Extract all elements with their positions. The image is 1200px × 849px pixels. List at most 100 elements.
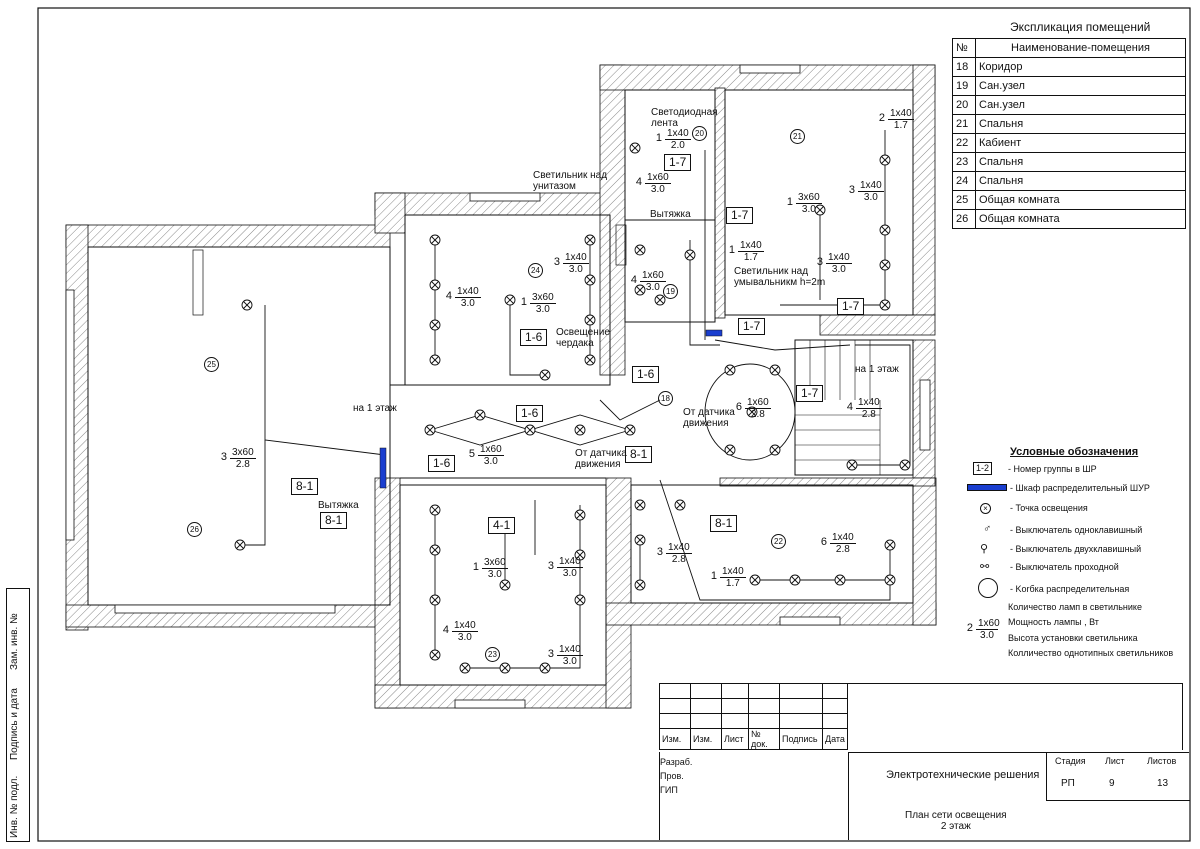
lamp-point [634,499,646,511]
group-marker: 1-7 [738,318,766,335]
note-motion-1: От датчика движения [683,407,735,429]
lamp-point [429,319,441,331]
legend-switch2-text: - Выключатель двухклавишный [1010,544,1142,554]
lamp-point [499,662,511,674]
room-no-21: 21 [790,129,805,144]
fixture-lamps: 3x60 [230,447,256,459]
fixture-height: 2.8 [671,554,686,565]
role-developer: Разраб. [660,757,693,767]
notation-line-4: Колличество однотипных светильников [1008,648,1174,658]
stamp-col-2: Изм. [690,728,722,750]
lamp-point [429,649,441,661]
sheets-label: Листов [1147,756,1177,766]
room-number-cell: 19 [952,76,976,96]
fixture-count: 3 [553,256,560,268]
lamp-point [674,499,686,511]
legend-lamp-text: - Точка освещения [1010,503,1088,513]
note-wc-lamp: Светильник над унитазом [533,170,608,192]
lamp-point [634,244,646,256]
fixture-lamps: 1x40 [720,566,746,578]
legend-panel-text: - Шкаф распределительный ШУР [1010,483,1150,493]
legend-panel-icon [967,484,1007,491]
fixture-height: 2.8 [750,409,765,420]
fixture-count: 4 [630,274,637,286]
room-name-cell: Общая комната [975,209,1186,229]
fixture-height: 3.0 [562,656,577,667]
room-number-cell: 23 [952,152,976,172]
group-marker: 1-7 [664,154,692,171]
lamp-point [746,406,758,418]
stage-value: РП [1061,778,1075,789]
room-number-cell: 18 [952,57,976,77]
fixture-height: 1.7 [743,252,758,263]
note-to-floor-1: на 1 этаж [353,403,397,414]
fixture-lamps: 1x60 [478,444,504,456]
note-attic: Освещение чердака [556,327,610,349]
stamp-right-box [849,752,1189,841]
lamp-point [769,364,781,376]
stamp-col-5: Подпись [779,728,823,750]
fixture-count: 3 [220,451,227,463]
group-marker: 4-1 [488,517,516,534]
legend-box-text: - Korбка распределительная [1010,584,1130,594]
fixture-lamps: 1x40 [858,180,884,192]
fixture-lamps: 3x60 [482,557,508,569]
stamp-meta: Стадия Лист Листов РП 9 13 [1046,752,1190,801]
group-marker: 8-1 [625,446,653,463]
header-name: Наименование-помещения [975,38,1186,58]
fixture-count: 1 [655,132,662,144]
stamp-col-3: Лист [721,728,749,750]
fixture-count: 3 [547,560,554,572]
lamp-point [879,259,891,271]
stairs [795,340,881,475]
header-no: № [952,38,976,58]
lamp-point [879,224,891,236]
fixture-count: 6 [735,401,742,413]
lamp-point [834,574,846,586]
group-marker: 8-1 [320,512,348,529]
notation-top: 1x60 [976,618,1000,630]
fixture-count: 3 [848,184,855,196]
lamp-point [584,314,596,326]
fixture-height: 3.0 [831,264,846,275]
lamp-point [654,294,666,306]
lamp-point [749,574,761,586]
fixture-count: 1 [786,196,793,208]
room-no-22: 22 [771,534,786,549]
fixture-lamps: 1x40 [888,108,914,120]
lamp-point [846,459,858,471]
lamp-point [429,354,441,366]
lamp-point [879,154,891,166]
fixture-lamps: 1x40 [738,240,764,252]
fixture-lamps: 1x40 [826,252,852,264]
fixture-count: 3 [816,256,823,268]
room-number-cell: 20 [952,95,976,115]
notation-count: 2 [966,622,973,634]
lamp-point [499,579,511,591]
lamp-point [634,579,646,591]
lamp-point [574,509,586,521]
explication-header: № Наименование-помещения [952,38,1186,58]
lamp-point [429,594,441,606]
room-name-cell: Сан.узел [975,95,1186,115]
fixture-lamps: 3x60 [530,292,556,304]
side-signature-date: Подпись и дата [9,688,20,760]
lighting-points [234,142,911,674]
room-name-cell: Сан.узел [975,76,1186,96]
fixture-count: 1 [520,296,527,308]
fixture-height: 1.7 [893,120,908,131]
legend-switch3-text: - Выключатель проходной [1010,562,1119,572]
